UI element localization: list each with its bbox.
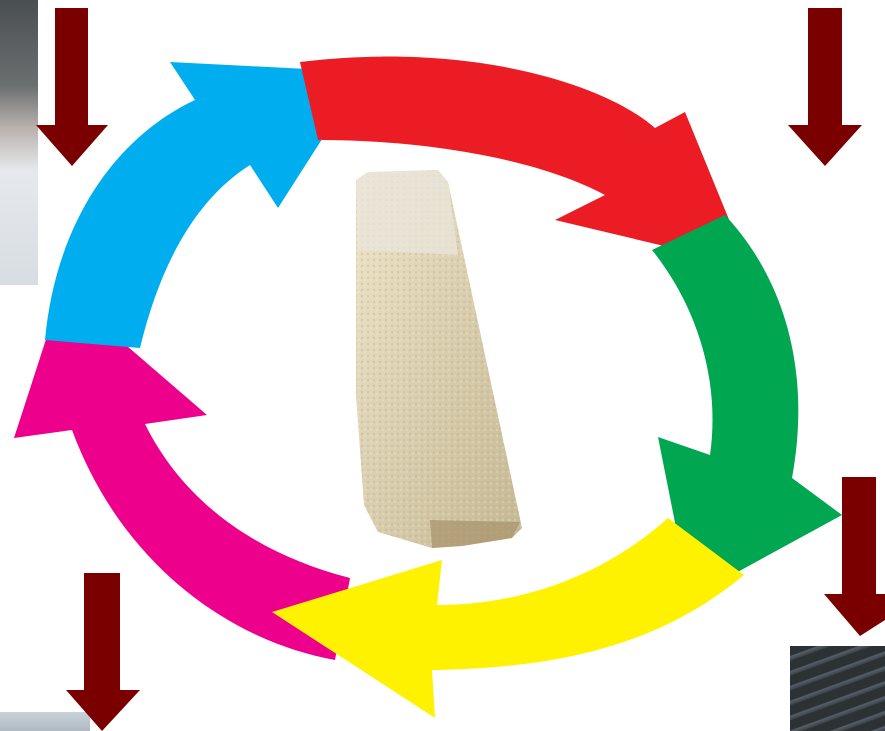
down-arrow-top-left (36, 8, 108, 166)
cycle-arrow-yellow (272, 518, 744, 718)
down-arrow-top-right (788, 8, 862, 166)
down-arrow-right (824, 477, 885, 636)
down-arrow-bottom-left (66, 573, 140, 731)
cheese-wedge-image (356, 170, 522, 548)
